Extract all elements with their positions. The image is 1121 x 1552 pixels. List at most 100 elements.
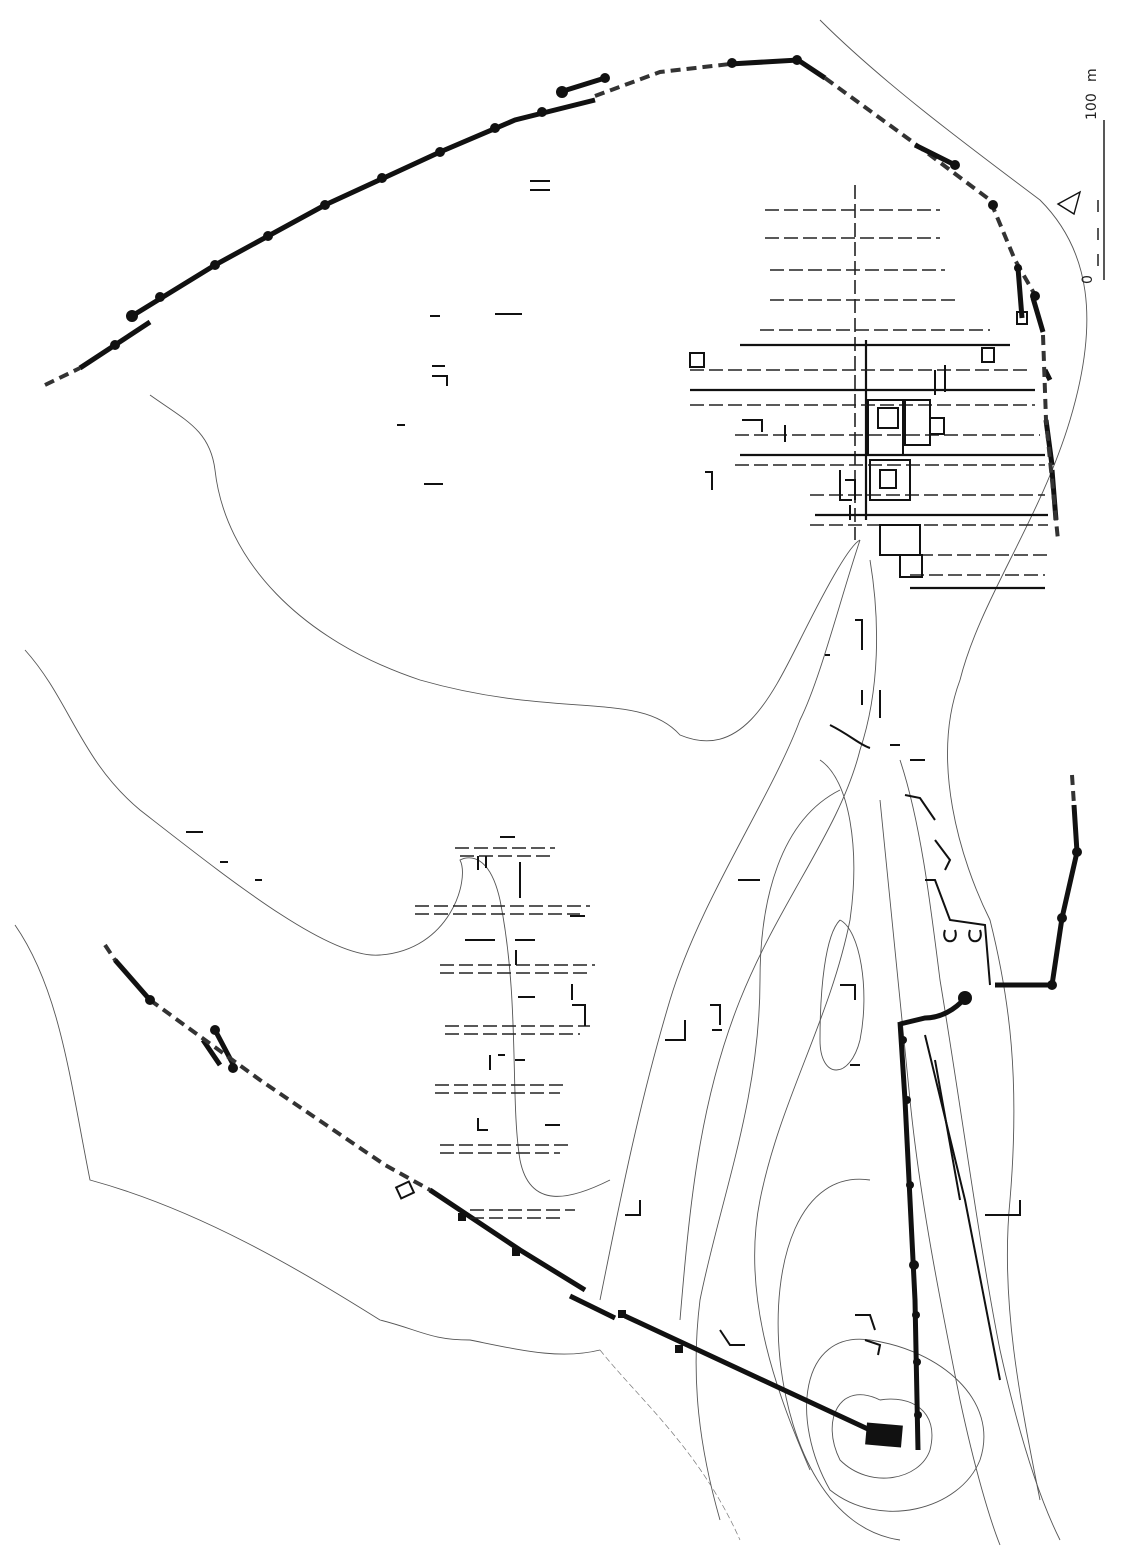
central-remains bbox=[394, 619, 1001, 1381]
wall-southwest-top bbox=[113, 958, 152, 1002]
tower bbox=[950, 160, 960, 170]
contour-southwest bbox=[599, 1349, 741, 1541]
tower bbox=[792, 55, 802, 65]
tower bbox=[435, 147, 445, 157]
wall-fragment bbox=[839, 365, 946, 501]
scale-bar: 0 100 m bbox=[1080, 68, 1105, 284]
contour-hill-5 bbox=[831, 1394, 933, 1479]
wall-southwest-long bbox=[428, 1187, 872, 1433]
fragment bbox=[925, 879, 991, 986]
tower bbox=[556, 86, 568, 98]
fragment bbox=[829, 724, 871, 749]
fragment bbox=[855, 619, 863, 650]
north-arrow-icon bbox=[1056, 190, 1082, 216]
tower bbox=[903, 1096, 911, 1104]
contour-hill-6 bbox=[806, 1338, 985, 1512]
fragment bbox=[432, 365, 448, 386]
tower bbox=[727, 58, 737, 68]
contour-hill-1 bbox=[599, 539, 861, 1301]
scale-unit-label: m bbox=[1084, 68, 1100, 82]
tower bbox=[263, 231, 273, 241]
street-grid-north bbox=[690, 185, 1050, 590]
contour-right-3 bbox=[879, 799, 1001, 1546]
wall-southeast-gate bbox=[899, 996, 967, 1027]
scale-start-label: 0 bbox=[1080, 275, 1096, 284]
contour-right-1 bbox=[819, 19, 1088, 1501]
acropolis-tower bbox=[865, 1422, 903, 1448]
tower bbox=[1072, 847, 1082, 857]
tower bbox=[913, 1358, 921, 1366]
city-walls bbox=[44, 57, 1080, 1451]
tower bbox=[228, 1063, 238, 1073]
contour-hill-2 bbox=[679, 559, 878, 1321]
contour-inner-loop bbox=[695, 789, 841, 1521]
building bbox=[869, 459, 911, 501]
fragment bbox=[825, 654, 863, 705]
fragment bbox=[489, 1054, 525, 1070]
wall-restored-north bbox=[594, 62, 731, 98]
building bbox=[899, 554, 923, 578]
tower bbox=[490, 123, 500, 133]
fragment bbox=[985, 1200, 1021, 1216]
building bbox=[981, 347, 995, 363]
wall-fragment bbox=[845, 479, 856, 520]
wall-east-gate bbox=[1015, 267, 1046, 333]
building bbox=[904, 399, 931, 446]
fragment bbox=[924, 1034, 1001, 1381]
wall-restored-southeast-top bbox=[1070, 774, 1076, 806]
contour-hill-7 bbox=[777, 1178, 901, 1541]
tower bbox=[912, 1311, 920, 1319]
towers bbox=[110, 55, 1082, 1448]
fragment bbox=[879, 690, 925, 761]
wall-restored-southwest-top bbox=[103, 943, 117, 962]
wall-restored-northwest-end bbox=[44, 366, 81, 387]
tower bbox=[320, 200, 330, 210]
building bbox=[689, 352, 705, 368]
tower bbox=[1030, 291, 1040, 301]
fragments-north bbox=[397, 180, 786, 490]
tower bbox=[537, 107, 547, 117]
fragment bbox=[943, 929, 982, 943]
scale-end-label: 100 bbox=[1084, 93, 1100, 120]
fragment bbox=[571, 984, 586, 1026]
building bbox=[867, 399, 904, 456]
tower bbox=[1057, 913, 1067, 923]
tower bbox=[899, 1036, 907, 1044]
wall-north bbox=[130, 97, 596, 319]
fragment bbox=[477, 856, 487, 870]
contour-left-upper bbox=[24, 649, 611, 1197]
tower bbox=[600, 73, 610, 83]
contour-hill-4 bbox=[819, 919, 865, 1071]
fragment bbox=[665, 1004, 722, 1041]
wall-restored-east bbox=[823, 76, 1037, 296]
tower bbox=[906, 1181, 914, 1189]
building bbox=[929, 417, 945, 435]
tower-square bbox=[675, 1345, 683, 1353]
tower bbox=[1014, 264, 1022, 272]
fragment bbox=[855, 1314, 882, 1356]
building bbox=[394, 1180, 416, 1200]
tower bbox=[377, 173, 387, 183]
fragment bbox=[625, 1200, 745, 1346]
wall-east-upper bbox=[913, 142, 957, 168]
building bbox=[879, 524, 921, 556]
tower bbox=[909, 1260, 919, 1270]
contour-upper bbox=[149, 394, 861, 742]
tower bbox=[210, 1025, 220, 1035]
tower-square bbox=[512, 1248, 520, 1256]
wall-southwest-lower bbox=[568, 1293, 617, 1321]
contour-hill-3 bbox=[754, 759, 855, 1471]
building bbox=[879, 469, 897, 489]
tower bbox=[988, 200, 998, 210]
wall-north-corner bbox=[729, 57, 827, 81]
building bbox=[877, 407, 899, 429]
fragment bbox=[840, 984, 860, 1066]
building bbox=[1016, 311, 1028, 325]
tower bbox=[126, 310, 138, 322]
contour-right-2 bbox=[899, 759, 1061, 1541]
agora-buildings bbox=[689, 311, 1028, 578]
wall-acropolis-east bbox=[897, 1021, 921, 1451]
tower bbox=[155, 292, 165, 302]
wall-southeast bbox=[995, 804, 1080, 988]
